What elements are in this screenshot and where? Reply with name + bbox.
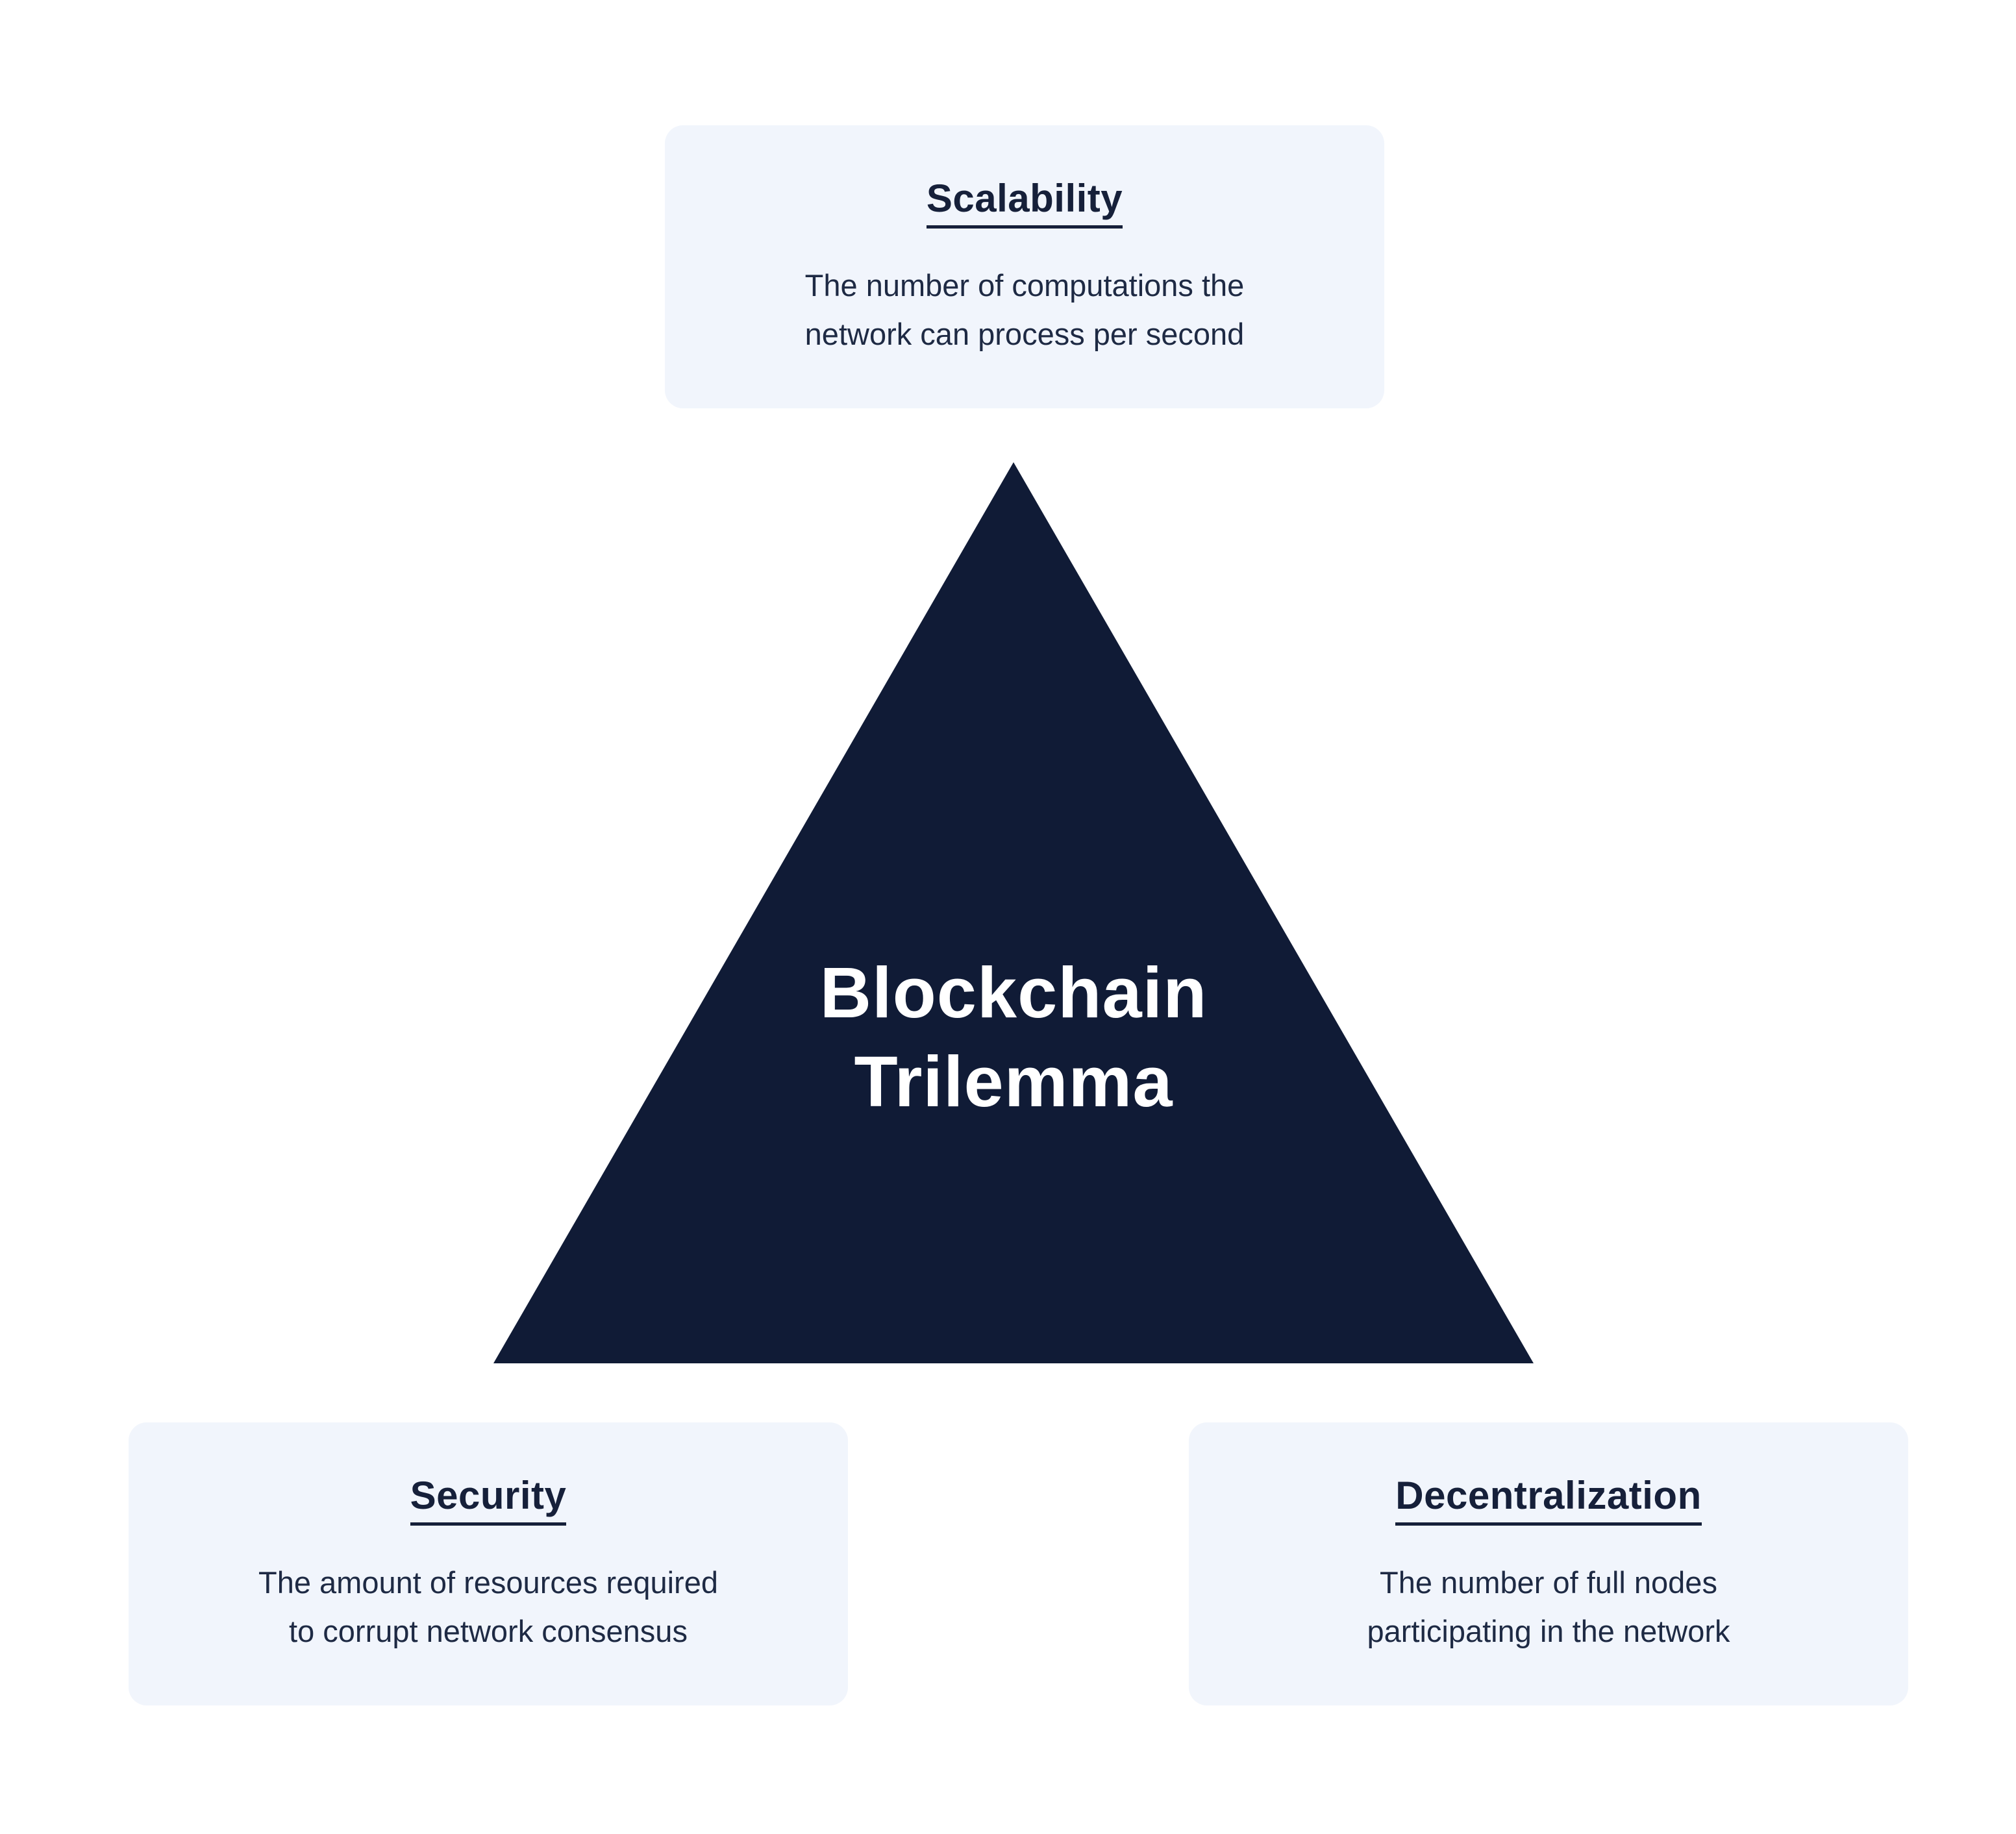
scalability-title-text: Scalability bbox=[926, 177, 1123, 229]
decentralization-description: The number of full nodes participating i… bbox=[1367, 1565, 1730, 1648]
decentralization-title: Decentralization bbox=[1395, 1473, 1702, 1526]
security-description: The amount of resources required to corr… bbox=[258, 1565, 718, 1648]
triangle-label: Blockchain Trilemma bbox=[819, 953, 1208, 1122]
security-title-text: Security bbox=[410, 1474, 567, 1526]
card-scalability: Scalability The number of computations t… bbox=[665, 125, 1384, 408]
decentralization-title-text: Decentralization bbox=[1395, 1474, 1702, 1526]
card-security: Security The amount of resources require… bbox=[129, 1422, 848, 1705]
scalability-title: Scalability bbox=[926, 176, 1123, 229]
card-decentralization: Decentralization The number of full node… bbox=[1189, 1422, 1908, 1705]
security-title: Security bbox=[410, 1473, 567, 1526]
trilemma-triangle: Blockchain Trilemma bbox=[493, 462, 1534, 1363]
scalability-description: The number of computations the network c… bbox=[804, 267, 1245, 351]
